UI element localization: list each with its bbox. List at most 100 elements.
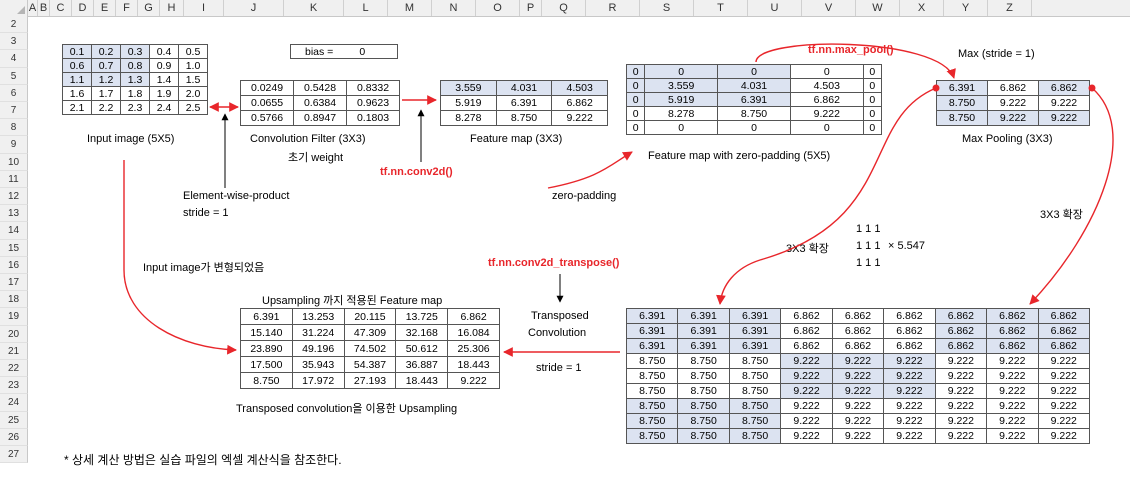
table-cell[interactable]: 0: [625, 120, 646, 135]
table-cell[interactable]: 9.222: [780, 353, 833, 369]
table-cell[interactable]: 4.503: [789, 78, 864, 93]
table-cell[interactable]: 8.750: [717, 106, 791, 121]
table-cell[interactable]: 0: [625, 78, 646, 93]
table-cell[interactable]: 9.222: [986, 368, 1039, 384]
table-cell[interactable]: 27.193: [343, 372, 397, 389]
table-cell[interactable]: 8.750: [936, 110, 988, 126]
table-cell[interactable]: 9.222: [831, 398, 885, 414]
table-cell[interactable]: 6.391: [240, 308, 293, 325]
table-cell[interactable]: 17.972: [291, 372, 345, 389]
table-cell[interactable]: 0: [625, 92, 646, 107]
table-cell[interactable]: 0: [717, 120, 791, 135]
row-header-18[interactable]: 18: [0, 291, 28, 309]
table-cell[interactable]: 9.222: [883, 383, 936, 399]
table-cell[interactable]: 0: [862, 78, 883, 93]
column-header-z[interactable]: Z: [988, 0, 1032, 16]
column-header-s[interactable]: S: [640, 0, 694, 16]
row-header-2[interactable]: 2: [0, 16, 28, 34]
table-cell[interactable]: 0.5: [178, 44, 208, 59]
table-cell[interactable]: 6.862: [780, 323, 833, 339]
table-cell[interactable]: 0.0655: [240, 95, 294, 111]
table-cell[interactable]: 9.222: [986, 413, 1039, 429]
table-cell[interactable]: 6.862: [883, 338, 936, 354]
row-header-19[interactable]: 19: [0, 308, 28, 326]
column-header-b[interactable]: B: [38, 0, 50, 16]
table-cell[interactable]: 6.862: [1037, 308, 1090, 324]
table-cell[interactable]: 9.222: [780, 398, 833, 414]
table-cell[interactable]: 4.031: [495, 80, 553, 96]
table-cell[interactable]: 8.750: [728, 353, 782, 369]
table-cell[interactable]: 6.391: [677, 308, 730, 324]
table-cell[interactable]: 8.750: [677, 428, 730, 444]
table-cell[interactable]: 8.750: [240, 372, 293, 389]
table-cell[interactable]: 6.391: [677, 338, 730, 354]
table-cell[interactable]: 1.1: [62, 72, 92, 87]
row-header-12[interactable]: 12: [0, 188, 28, 206]
table-cell[interactable]: 8.750: [625, 398, 679, 414]
table-cell[interactable]: 9.222: [831, 353, 885, 369]
table-cell[interactable]: 3.559: [644, 78, 719, 93]
column-header-c[interactable]: C: [50, 0, 72, 16]
column-header-d[interactable]: D: [72, 0, 94, 16]
table-cell[interactable]: 9.222: [934, 353, 988, 369]
table-cell[interactable]: 0.8947: [293, 110, 347, 126]
row-header-22[interactable]: 22: [0, 360, 28, 378]
table-cell[interactable]: 8.750: [495, 110, 553, 126]
table-cell[interactable]: 6.862: [883, 308, 936, 324]
row-header-3[interactable]: 3: [0, 33, 28, 51]
table-cell[interactable]: 0: [862, 64, 883, 79]
table-cell[interactable]: 6.862: [447, 308, 500, 325]
table-cell[interactable]: 9.222: [986, 353, 1039, 369]
row-header-10[interactable]: 10: [0, 153, 28, 171]
table-cell[interactable]: 9.222: [780, 428, 833, 444]
table-cell[interactable]: 9.222: [1037, 383, 1090, 399]
table-cell[interactable]: 0: [789, 64, 864, 79]
table-cell[interactable]: 9.222: [1038, 110, 1090, 126]
table-cell[interactable]: 0.9: [149, 58, 179, 73]
table-cell[interactable]: 0: [789, 120, 864, 135]
table-cell[interactable]: 0.7: [91, 58, 121, 73]
table-cell[interactable]: 0.5428: [293, 80, 347, 96]
table-cell[interactable]: 1.9: [149, 86, 179, 101]
table-cell[interactable]: 0.4: [149, 44, 179, 59]
table-cell[interactable]: 9.222: [1037, 398, 1090, 414]
table-cell[interactable]: 31.224: [291, 324, 345, 341]
column-header-p[interactable]: P: [520, 0, 542, 16]
column-header-y[interactable]: Y: [944, 0, 988, 16]
table-cell[interactable]: 9.222: [987, 95, 1039, 111]
table-cell[interactable]: 6.862: [883, 323, 936, 339]
table-cell[interactable]: 0.9623: [346, 95, 400, 111]
table-cell[interactable]: 0.6384: [293, 95, 347, 111]
table-cell[interactable]: 6.391: [728, 338, 782, 354]
table-cell[interactable]: 5.919: [644, 92, 719, 107]
table-cell[interactable]: 6.862: [1038, 80, 1090, 96]
column-header-f[interactable]: F: [116, 0, 138, 16]
table-cell[interactable]: 4.503: [551, 80, 608, 96]
table-cell[interactable]: 9.222: [831, 383, 885, 399]
table-cell[interactable]: 1.3: [120, 72, 150, 87]
table-cell[interactable]: 74.502: [343, 340, 397, 357]
table-cell[interactable]: 0: [644, 120, 719, 135]
table-cell[interactable]: 1.8: [120, 86, 150, 101]
table-cell[interactable]: 6.391: [625, 323, 679, 339]
table-cell[interactable]: 9.222: [1038, 95, 1090, 111]
table-cell[interactable]: 6.862: [934, 308, 988, 324]
table-cell[interactable]: 8.750: [728, 383, 782, 399]
row-header-7[interactable]: 7: [0, 102, 28, 120]
table-cell[interactable]: 8.750: [625, 353, 679, 369]
row-header-25[interactable]: 25: [0, 411, 28, 429]
table-cell[interactable]: 6.862: [986, 308, 1039, 324]
table-cell[interactable]: 2.0: [178, 86, 208, 101]
table-cell[interactable]: 17.500: [240, 356, 293, 373]
table-cell[interactable]: 9.222: [986, 398, 1039, 414]
table-cell[interactable]: 8.750: [677, 398, 730, 414]
table-cell[interactable]: 0: [862, 120, 883, 135]
table-cell[interactable]: 9.222: [934, 383, 988, 399]
column-header-q[interactable]: Q: [542, 0, 586, 16]
table-cell[interactable]: 9.222: [934, 368, 988, 384]
table-cell[interactable]: 9.222: [883, 368, 936, 384]
column-header-r[interactable]: R: [586, 0, 640, 16]
table-cell[interactable]: 4.031: [717, 78, 791, 93]
table-cell[interactable]: 9.222: [934, 413, 988, 429]
table-cell[interactable]: 6.862: [934, 323, 988, 339]
